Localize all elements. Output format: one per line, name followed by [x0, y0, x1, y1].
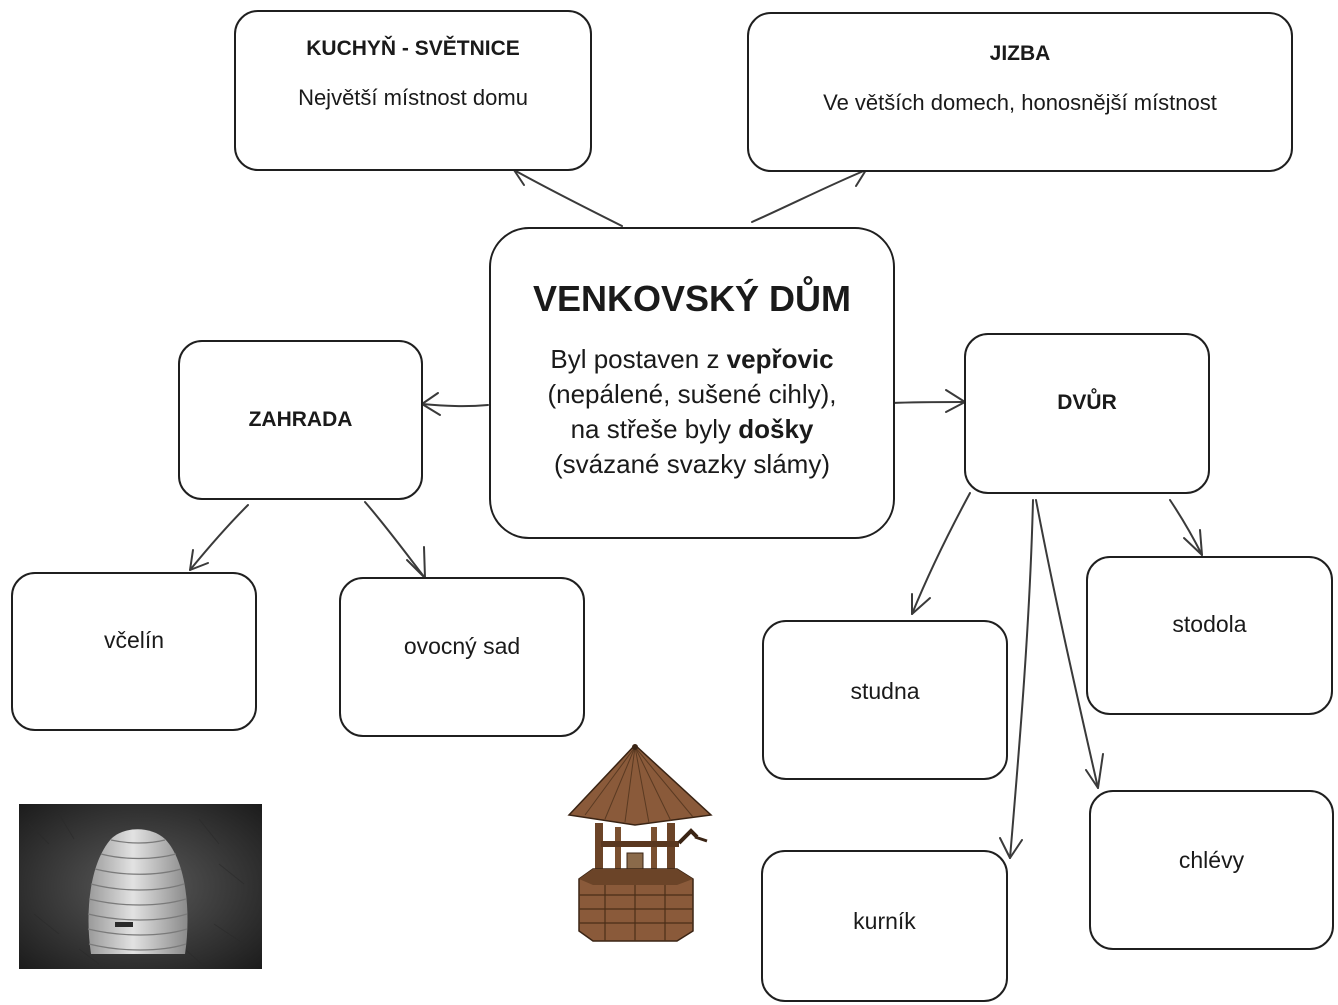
kurnik-box: kurník	[761, 850, 1008, 1002]
venkovsky-dum-box: VENKOVSKÝ DŮM Byl postaven z vepřovic (n…	[489, 227, 895, 539]
zahrada-box: ZAHRADA	[178, 340, 423, 500]
dvur-box: DVŮR	[964, 333, 1210, 494]
kuchyn-svetnice-box: KUCHYŇ - SVĚTNICE Největší místnost domu	[234, 10, 592, 171]
arrow-to-stodola	[1169, 499, 1203, 556]
zahrada-title: ZAHRADA	[248, 408, 353, 431]
studna-label: studna	[850, 677, 920, 704]
arrow-to-studna	[911, 492, 971, 615]
arrowhead-studna	[911, 593, 931, 615]
center-line-3: na střeše byly došky	[570, 414, 814, 444]
jizba-title: JIZBA	[989, 42, 1051, 65]
arrow-to-kuchyn	[513, 169, 623, 227]
vcelin-label: včelín	[103, 627, 165, 653]
center-line-1: Byl postaven z vepřovic	[550, 344, 834, 374]
chlevy-box: chlévy	[1089, 790, 1334, 950]
chlevy-label: chlévy	[1178, 846, 1245, 873]
jizba-description: Ve větších domech, honosnější místnost	[823, 90, 1217, 115]
arrowhead-dvur	[945, 389, 966, 413]
dosky-term: došky	[738, 414, 814, 444]
arrow-to-ovocny-sad	[364, 501, 426, 579]
ovocny-sad-box: ovocný sad	[339, 577, 585, 737]
ovocny-sad-label: ovocný sad	[403, 632, 521, 659]
arrow-to-vcelin	[189, 504, 249, 571]
dvur-title: DVŮR	[1057, 390, 1117, 414]
arrowhead-kurnik	[999, 837, 1023, 859]
beehive-photo	[19, 804, 262, 969]
wooden-well-picture	[567, 743, 713, 942]
arrow-to-chlevy	[1035, 499, 1099, 789]
center-title: VENKOVSKÝ DŮM	[532, 278, 852, 319]
center-line-2: (nepálené, sušené cihly),	[547, 379, 837, 409]
vepřovice-term: vepřovic	[726, 344, 834, 374]
stodola-label: stodola	[1172, 611, 1247, 637]
arrowhead-chlevy	[1085, 753, 1104, 789]
stodola-box: stodola	[1086, 556, 1333, 715]
center-line-4: (svázané svazky slámy)	[554, 449, 830, 479]
arrowhead-stodola	[1183, 529, 1203, 556]
kuchyn-description: Největší místnost domu	[298, 85, 528, 110]
kuchyn-title: KUCHYŇ - SVĚTNICE	[306, 37, 520, 60]
center-description: Byl postaven z vepřovic (nepálené, sušen…	[547, 342, 836, 482]
arrow-to-dvur	[891, 401, 966, 404]
studna-box: studna	[762, 620, 1008, 780]
arrow-to-zahrada	[421, 403, 489, 408]
vcelin-box: včelín	[11, 572, 257, 731]
kurnik-label: kurník	[853, 907, 916, 934]
arrow-to-jizba	[751, 169, 867, 223]
arrow-to-kurnik	[1009, 499, 1034, 859]
arrowhead-vcelin	[189, 549, 209, 571]
jizba-box: JIZBA Ve větších domech, honosnější míst…	[747, 12, 1293, 172]
